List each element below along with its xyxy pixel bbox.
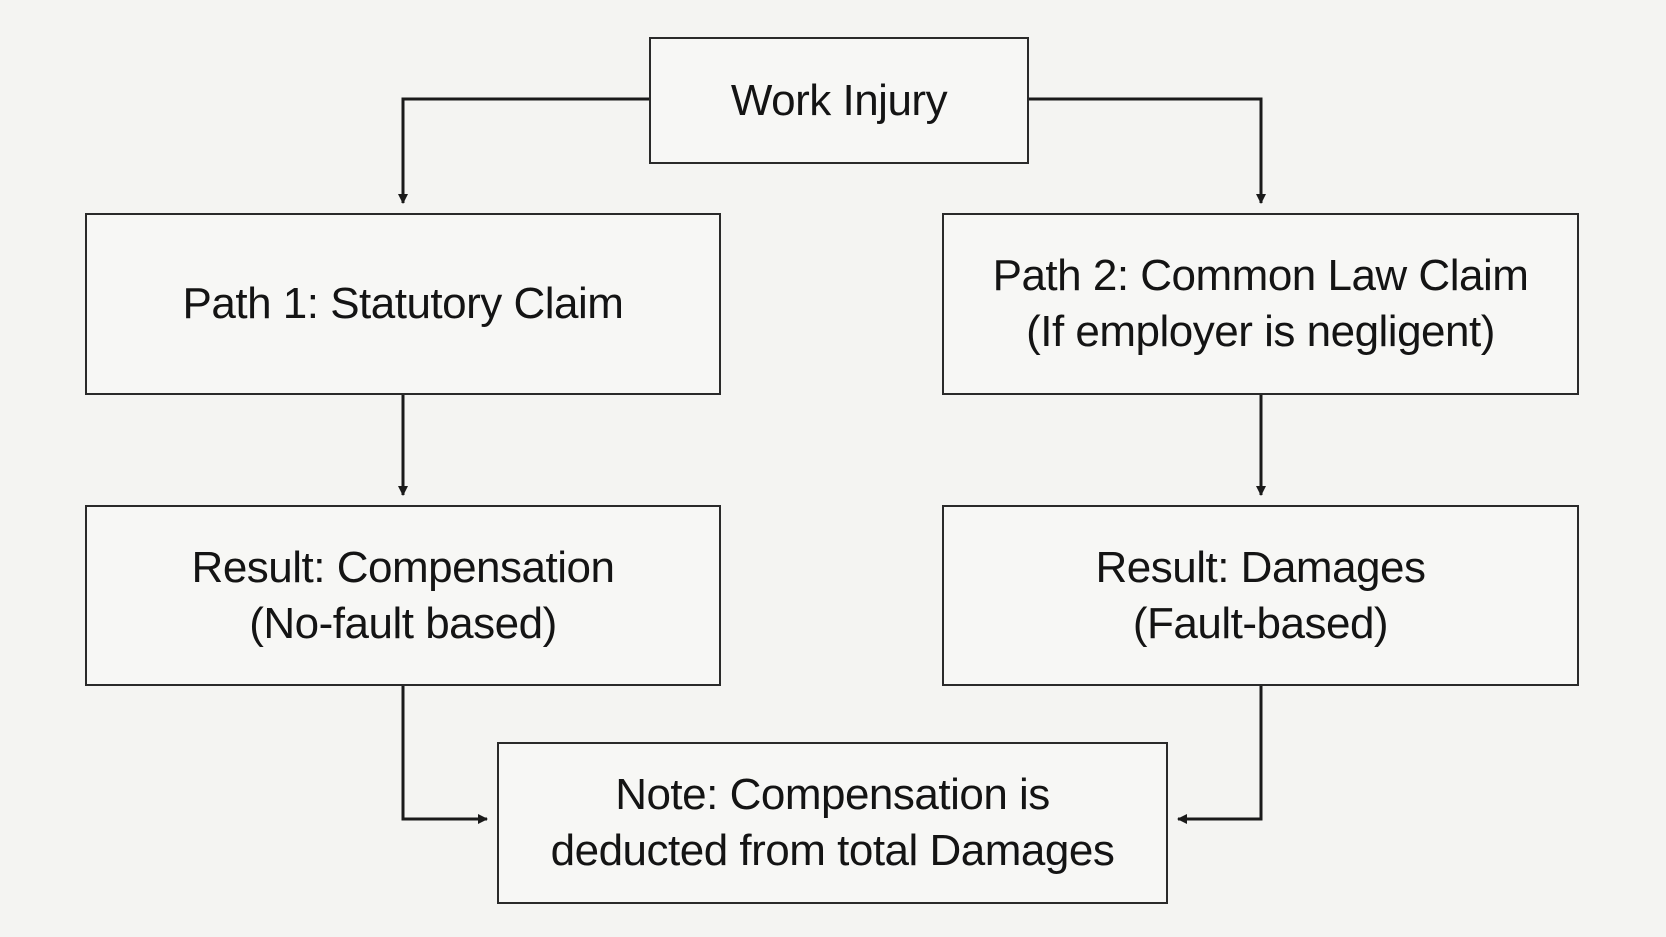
edge-result1-to-note: [401, 686, 488, 824]
node-note-deduction: Note: Compensation is deducted from tota…: [497, 742, 1168, 904]
node-path-2-label: Path 2: Common Law Claim: [992, 251, 1529, 300]
edge-root-to-path2: [1029, 97, 1266, 204]
node-result-compensation: Result: Compensation (No-fault based): [85, 505, 721, 686]
node-work-injury-label: Work Injury: [730, 75, 948, 125]
node-path-1-label: Path 1: Statutory Claim: [182, 279, 624, 328]
node-result-compensation-label: Result: Compensation: [191, 542, 615, 592]
node-note-line-2: deducted from total Damages: [550, 826, 1115, 875]
node-path-2-sublabel: (If employer is negligent): [1026, 307, 1495, 356]
edge-root-to-path1: [398, 97, 649, 204]
node-path-1-statutory-claim: Path 1: Statutory Claim: [85, 213, 721, 395]
node-work-injury: Work Injury: [649, 37, 1029, 164]
node-result-damages: Result: Damages (Fault-based): [942, 505, 1579, 686]
node-path-2-common-law-claim: Path 2: Common Law Claim (If employer is…: [942, 213, 1579, 395]
node-result-damages-label: Result: Damages: [1095, 542, 1426, 592]
edge-result2-to-note: [1177, 686, 1263, 824]
node-result-damages-sublabel: (Fault-based): [1132, 598, 1389, 648]
node-result-compensation-sublabel: (No-fault based): [249, 598, 557, 648]
node-note-line-1: Note: Compensation is: [615, 770, 1050, 819]
